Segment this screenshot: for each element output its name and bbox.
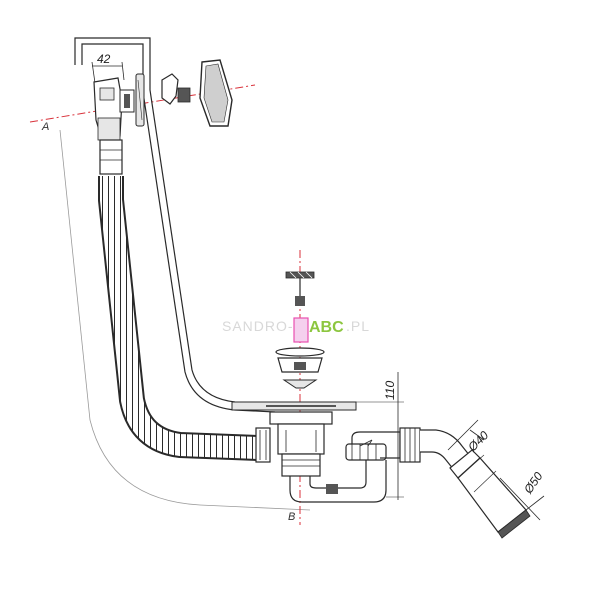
- overflow-screw: [161, 73, 191, 105]
- dim-40-line: [447, 419, 479, 451]
- flexible-hose-inner: [100, 176, 259, 459]
- dim-42-text: 42: [97, 52, 111, 66]
- dim-40-tick: [469, 429, 485, 441]
- overflow-tube: [74, 37, 276, 405]
- watermark-suffix: .PL: [346, 318, 370, 334]
- trap-seal: [326, 484, 338, 494]
- outlet-adapter-50: [449, 449, 531, 539]
- plug-insert: [293, 317, 309, 343]
- watermark-brand: ABC: [309, 319, 344, 336]
- dim-50-ext: [525, 495, 545, 511]
- plug-stem-nut: [295, 296, 305, 306]
- reference-arc: [59, 129, 311, 511]
- axis-b-label: B: [288, 511, 295, 523]
- plug-spring-cap: [285, 271, 315, 279]
- watermark-prefix: SANDRO-: [222, 318, 294, 334]
- overflow-cover: [199, 59, 233, 127]
- overflow-connector: [99, 139, 123, 175]
- outlet-nut: [399, 427, 421, 463]
- dim-42-ext-right: [121, 61, 125, 81]
- drain-body: [269, 411, 333, 477]
- trap-outlet-nut: [345, 443, 387, 461]
- dim-50-line: [499, 477, 541, 521]
- overflow-gasket: [135, 73, 145, 127]
- plug-stopper: [275, 347, 325, 389]
- outlet-elbow: [351, 431, 401, 459]
- dim-110-text: 110: [383, 381, 397, 400]
- dim-40-text: Ø40: [465, 428, 492, 455]
- axis-a-label: A: [41, 121, 49, 133]
- u-trap: [289, 460, 387, 503]
- overflow-head: [93, 77, 135, 141]
- hose-nut: [255, 427, 271, 463]
- dim-50-text: Ø50: [520, 469, 545, 497]
